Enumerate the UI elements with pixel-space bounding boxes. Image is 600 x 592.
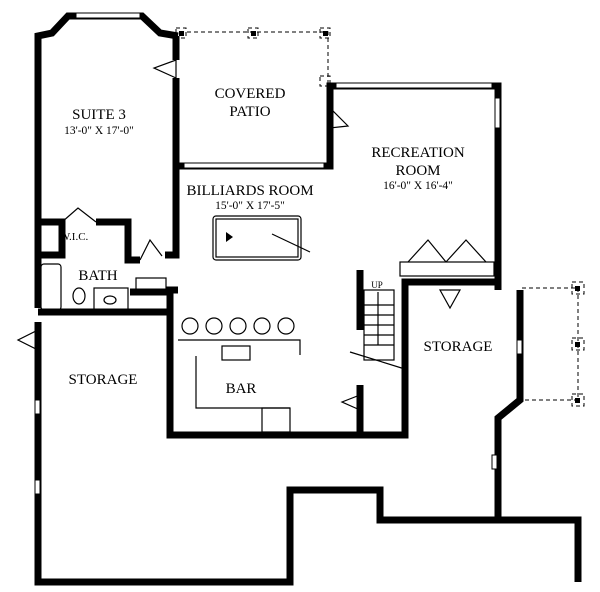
storage-right-label: STORAGE (424, 339, 493, 355)
billiards-label: BILLIARDS ROOM (186, 183, 313, 199)
bar-counter (178, 339, 301, 355)
toilet (72, 287, 86, 305)
recreation-size: 16'-0" X 16'-4" (383, 180, 453, 192)
suite-size: 13'-0" X 17'-0" (64, 125, 134, 137)
recreation-label-1: RECREATION (371, 145, 465, 161)
patio-posts (175, 27, 585, 407)
sink (103, 295, 117, 305)
bathtub (40, 263, 62, 311)
wic-label: W.I.C. (60, 231, 89, 243)
bar-label: BAR (226, 381, 257, 397)
patio-label-2: PATIO (229, 104, 270, 120)
doors (16, 59, 495, 411)
billiard-table (212, 215, 302, 261)
windows (34, 12, 523, 495)
suite-label: SUITE 3 (72, 107, 126, 123)
bath-label: BATH (78, 268, 117, 284)
fixtures (40, 215, 311, 433)
bar-stools (181, 317, 295, 335)
billiards-size: 15'-0" X 17'-5" (215, 200, 285, 212)
patio-label-1: COVERED (215, 86, 286, 102)
recreation-label-2: ROOM (395, 163, 440, 179)
vanity (93, 287, 129, 311)
storage-left-label: STORAGE (69, 372, 138, 388)
stair (349, 289, 409, 371)
stair-up-label: UP (371, 280, 383, 290)
